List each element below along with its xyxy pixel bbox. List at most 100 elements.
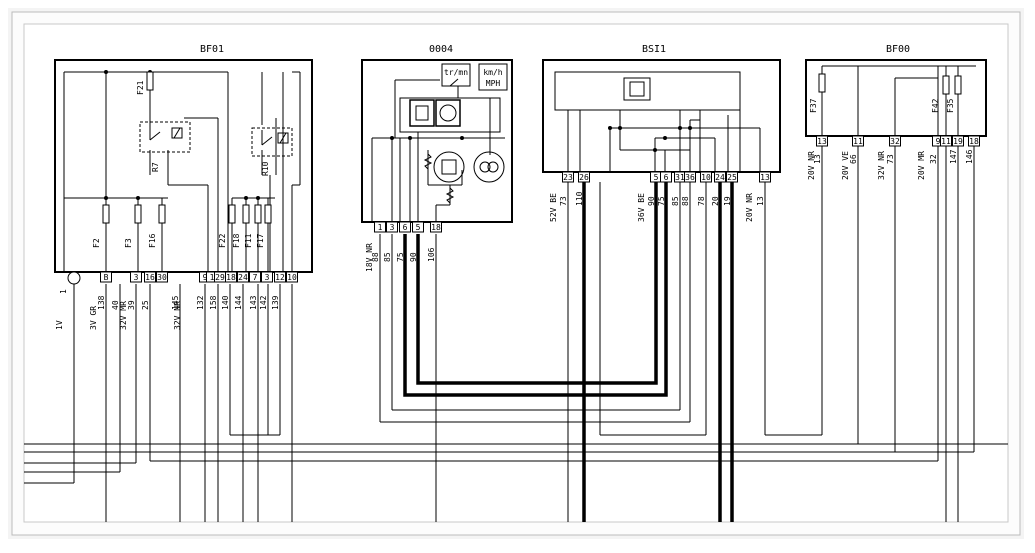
connector-pin-number: 18 (226, 273, 236, 282)
fuse-label-f3: F3 (124, 238, 133, 248)
wire-number-label: 13 (813, 154, 822, 164)
module-box-bf01: BF01 (54, 44, 313, 273)
fuse-f17: F17 (256, 204, 272, 248)
connector-pin-number: 29 (215, 273, 225, 282)
connector-pin-box (726, 171, 738, 183)
bf01-junction-dots (104, 70, 260, 200)
connector-pin-number: 30 (157, 273, 167, 282)
relay-r7: R7 (139, 121, 191, 172)
wire-number-label: 143 (249, 295, 258, 310)
thick-bus-wires (403, 182, 734, 522)
connector-pin-number: 3 (134, 273, 139, 282)
module-title-bf00: BF00 (886, 44, 910, 55)
bsi1-dots (608, 126, 692, 152)
connector-pin-number: 1 (210, 273, 215, 282)
wire-number-label: 146 (965, 149, 974, 164)
connector-pin-box (374, 221, 386, 233)
connector-pin-box (816, 135, 828, 147)
wire-number-label: 39 (127, 300, 136, 310)
fuse-f11: F11 (244, 204, 262, 248)
group-label-bsi1-20v-nr: 20V NR (745, 193, 754, 222)
connector-pin-box (399, 221, 411, 233)
connector-pin-number: 10 (701, 173, 711, 182)
connector-pin-box (578, 171, 590, 183)
wire-number-label: 110 (575, 191, 584, 206)
gauge-speed-mph: MPH (486, 79, 501, 88)
fuse-f42: F42 (931, 75, 950, 113)
connector-pin-box (684, 171, 696, 183)
connector-pin-box (274, 271, 286, 283)
wire-number-label: 73 (886, 154, 895, 164)
connector-pin-box (940, 135, 952, 147)
connector-pin-number: 11 (853, 137, 863, 146)
gauge-speed-kmh: km/h (483, 68, 502, 77)
connector-pin-number: 9 (203, 273, 208, 282)
connector-pin-box (144, 271, 156, 283)
fuse-f35: F35 (946, 75, 962, 113)
connector-pin-number: 7 (253, 273, 258, 282)
gauge-rpm-label: tr/mn (444, 68, 468, 77)
connector-pin-number: 31 (675, 173, 685, 182)
connector-pin-number: 5 (654, 173, 659, 182)
wire-number-label: 66 (849, 154, 858, 164)
connector-pin-number: 16 (145, 273, 155, 282)
group-label-bf01-1v: 1V (55, 320, 64, 330)
wire-group-labels: 1V 3V GR 32V MR 32V NR 18V NR 52V BE 36V… (55, 151, 926, 330)
wire-number-label: 85 (671, 196, 680, 206)
gauge-rpm: tr/mn (441, 63, 471, 87)
connector-pin-number: 10 (287, 273, 297, 282)
wire-number-label: 88 (681, 196, 690, 206)
group-label-bf00-20v-ve: 20V VE (841, 151, 850, 180)
fuse-label-f22: F22 (218, 233, 227, 248)
gauge-speed: km/h MPH (478, 63, 508, 91)
fuse-label-f11: F11 (244, 233, 253, 248)
connector-pin-box (237, 271, 249, 283)
fuse-label-f17: F17 (256, 233, 265, 248)
module-title-bsi1: BSI1 (642, 44, 666, 55)
fuse-label-f18: F18 (232, 233, 241, 248)
wire-number-label: 73 (559, 196, 568, 206)
sheet-frame (8, 8, 1024, 539)
instrument-0004-dots (390, 136, 464, 140)
wire-number-label: 90 (409, 252, 418, 262)
group-label-bsi1-52v-be: 52V BE (549, 193, 558, 222)
wire-number-label: 147 (949, 149, 958, 164)
group-label-bf01-32v-mr: 32V MR (119, 301, 128, 330)
connector-pin-box (225, 271, 237, 283)
connector-pin-box (714, 171, 726, 183)
harness-wires (24, 146, 1008, 522)
wire-number-label: 144 (234, 295, 243, 310)
wire-number-label: 75 (396, 252, 405, 262)
wire-number-label: 85 (383, 252, 392, 262)
connector-pin-number: 24 (238, 273, 248, 282)
connector-pin-number: 13 (760, 173, 770, 182)
group-label-bf00-20v-nr: 20V NR (807, 151, 816, 180)
fuse-f18: F18 (232, 204, 250, 248)
connector-pin-number: 32 (890, 137, 900, 146)
fuse-label-f42: F42 (931, 98, 940, 113)
wire-number-label: 158 (209, 295, 218, 310)
relay-r10: R10 (251, 127, 293, 176)
connector-pin-box (660, 171, 672, 183)
relay-label-r10: R10 (261, 161, 270, 176)
module-title-bf01: BF01 (200, 44, 224, 55)
connector-pin-number: 18 (969, 137, 979, 146)
fuse-f21: F21 (136, 71, 154, 95)
connector-pin-box (286, 271, 298, 283)
connector-pin-number: 6 (403, 223, 408, 232)
connector-pin-box (852, 135, 864, 147)
instrument-0004-internals (371, 79, 505, 222)
connector-pin-number: 5 (416, 223, 421, 232)
connector-pin-number: 26 (579, 173, 589, 182)
connector-pin-number: B (104, 273, 109, 282)
fuse-f22: F22 (218, 204, 236, 248)
connector-bf01-circle-pin: 1 (59, 289, 68, 294)
connector-pin-number: 9 (936, 137, 941, 146)
connector-pin-box (968, 135, 980, 147)
connector-pin-number: 23 (563, 173, 573, 182)
connector-pin-number: 6 (664, 173, 669, 182)
connector-pin-box (700, 171, 712, 183)
wire-number-label: 139 (271, 295, 280, 310)
